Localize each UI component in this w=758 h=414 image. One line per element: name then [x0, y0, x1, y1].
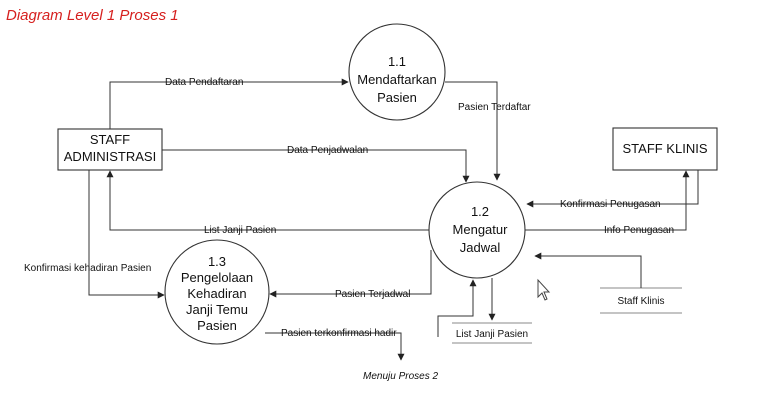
store-list-janji-pasien-label: List Janji Pasien [456, 329, 528, 340]
process-1-2-number: 1.2 [471, 204, 489, 219]
entity-staff-administrasi: STAFF ADMINISTRASI [57, 128, 163, 171]
flow-info-penugasan-label: Info Penugasan [604, 225, 674, 236]
process-1-3-line-4: Pasien [197, 318, 237, 333]
flow-data-penjadwalan-label: Data Penjadwalan [287, 145, 368, 156]
flow-data-pendaftaran: Data Pendaftaran [109, 77, 349, 129]
flow-list-janji-pasien: List Janji Pasien [106, 170, 429, 236]
flow-pasien-terdaftar-label: Pasien Terdaftar [458, 102, 531, 113]
process-1-1: 1.1 Mendaftarkan Pasien [348, 23, 446, 121]
entity-staff-administrasi-line-2: ADMINISTRASI [64, 149, 156, 164]
entity-staff-klinis-label: STAFF KLINIS [623, 141, 708, 156]
process-1-1-line-1: Mendaftarkan [357, 72, 437, 87]
flow-konfirmasi-kehadiran-label: Konfirmasi kehadiran Pasien [24, 263, 151, 274]
process-1-3-line-1: Pengelolaan [181, 270, 253, 285]
process-1-1-number: 1.1 [388, 54, 406, 69]
note-menuju-proses-2: Menuju Proses 2 [363, 371, 438, 382]
flow-store-staff-klinis [534, 252, 642, 288]
process-1-3: 1.3 Pengelolaan Kehadiran Janji Temu Pas… [164, 239, 270, 345]
process-1-2-line-2: Jadwal [460, 240, 501, 255]
flow-pasien-terdaftar: Pasien Terdaftar [445, 81, 531, 181]
flow-pasien-terkonfirmasi-label: Pasien terkonfirmasi hadir [281, 328, 397, 339]
flow-pasien-terjadwal-label: Pasien Terjadwal [335, 289, 410, 300]
flow-pasien-terjadwal: Pasien Terjadwal [269, 250, 432, 300]
process-1-2-line-1: Mengatur [453, 222, 509, 237]
flow-konfirmasi-penugasan-label: Konfirmasi Penugasan [560, 199, 661, 210]
diagram-title: Diagram Level 1 Proses 1 [6, 7, 179, 24]
entity-staff-klinis: STAFF KLINIS [612, 127, 718, 171]
process-1-1-line-2: Pasien [377, 90, 417, 105]
flow-konfirmasi-penugasan: Konfirmasi Penugasan [526, 170, 699, 210]
process-1-3-line-2: Kehadiran [187, 286, 246, 301]
entity-staff-administrasi-line-1: STAFF [90, 132, 130, 147]
flow-data-pendaftaran-label: Data Pendaftaran [165, 77, 243, 88]
process-1-2: 1.2 Mengatur Jadwal [428, 181, 526, 279]
store-staff-klinis: Staff Klinis [600, 287, 682, 314]
process-1-3-number: 1.3 [208, 254, 226, 269]
process-1-3-line-3: Janji Temu [186, 302, 248, 317]
flow-konfirmasi-kehadiran: Konfirmasi kehadiran Pasien [24, 170, 165, 299]
flow-list-janji-pasien-label: List Janji Pasien [204, 225, 276, 236]
flow-data-penjadwalan: Data Penjadwalan [162, 145, 470, 183]
flow-info-penugasan: Info Penugasan [525, 170, 690, 236]
store-staff-klinis-label: Staff Klinis [617, 296, 664, 307]
flow-pasien-terkonfirmasi: Pasien terkonfirmasi hadir [265, 328, 405, 361]
mouse-cursor-icon [537, 278, 551, 301]
flow-store-list-janji-up [437, 279, 477, 337]
store-list-janji-pasien: List Janji Pasien [452, 322, 532, 344]
